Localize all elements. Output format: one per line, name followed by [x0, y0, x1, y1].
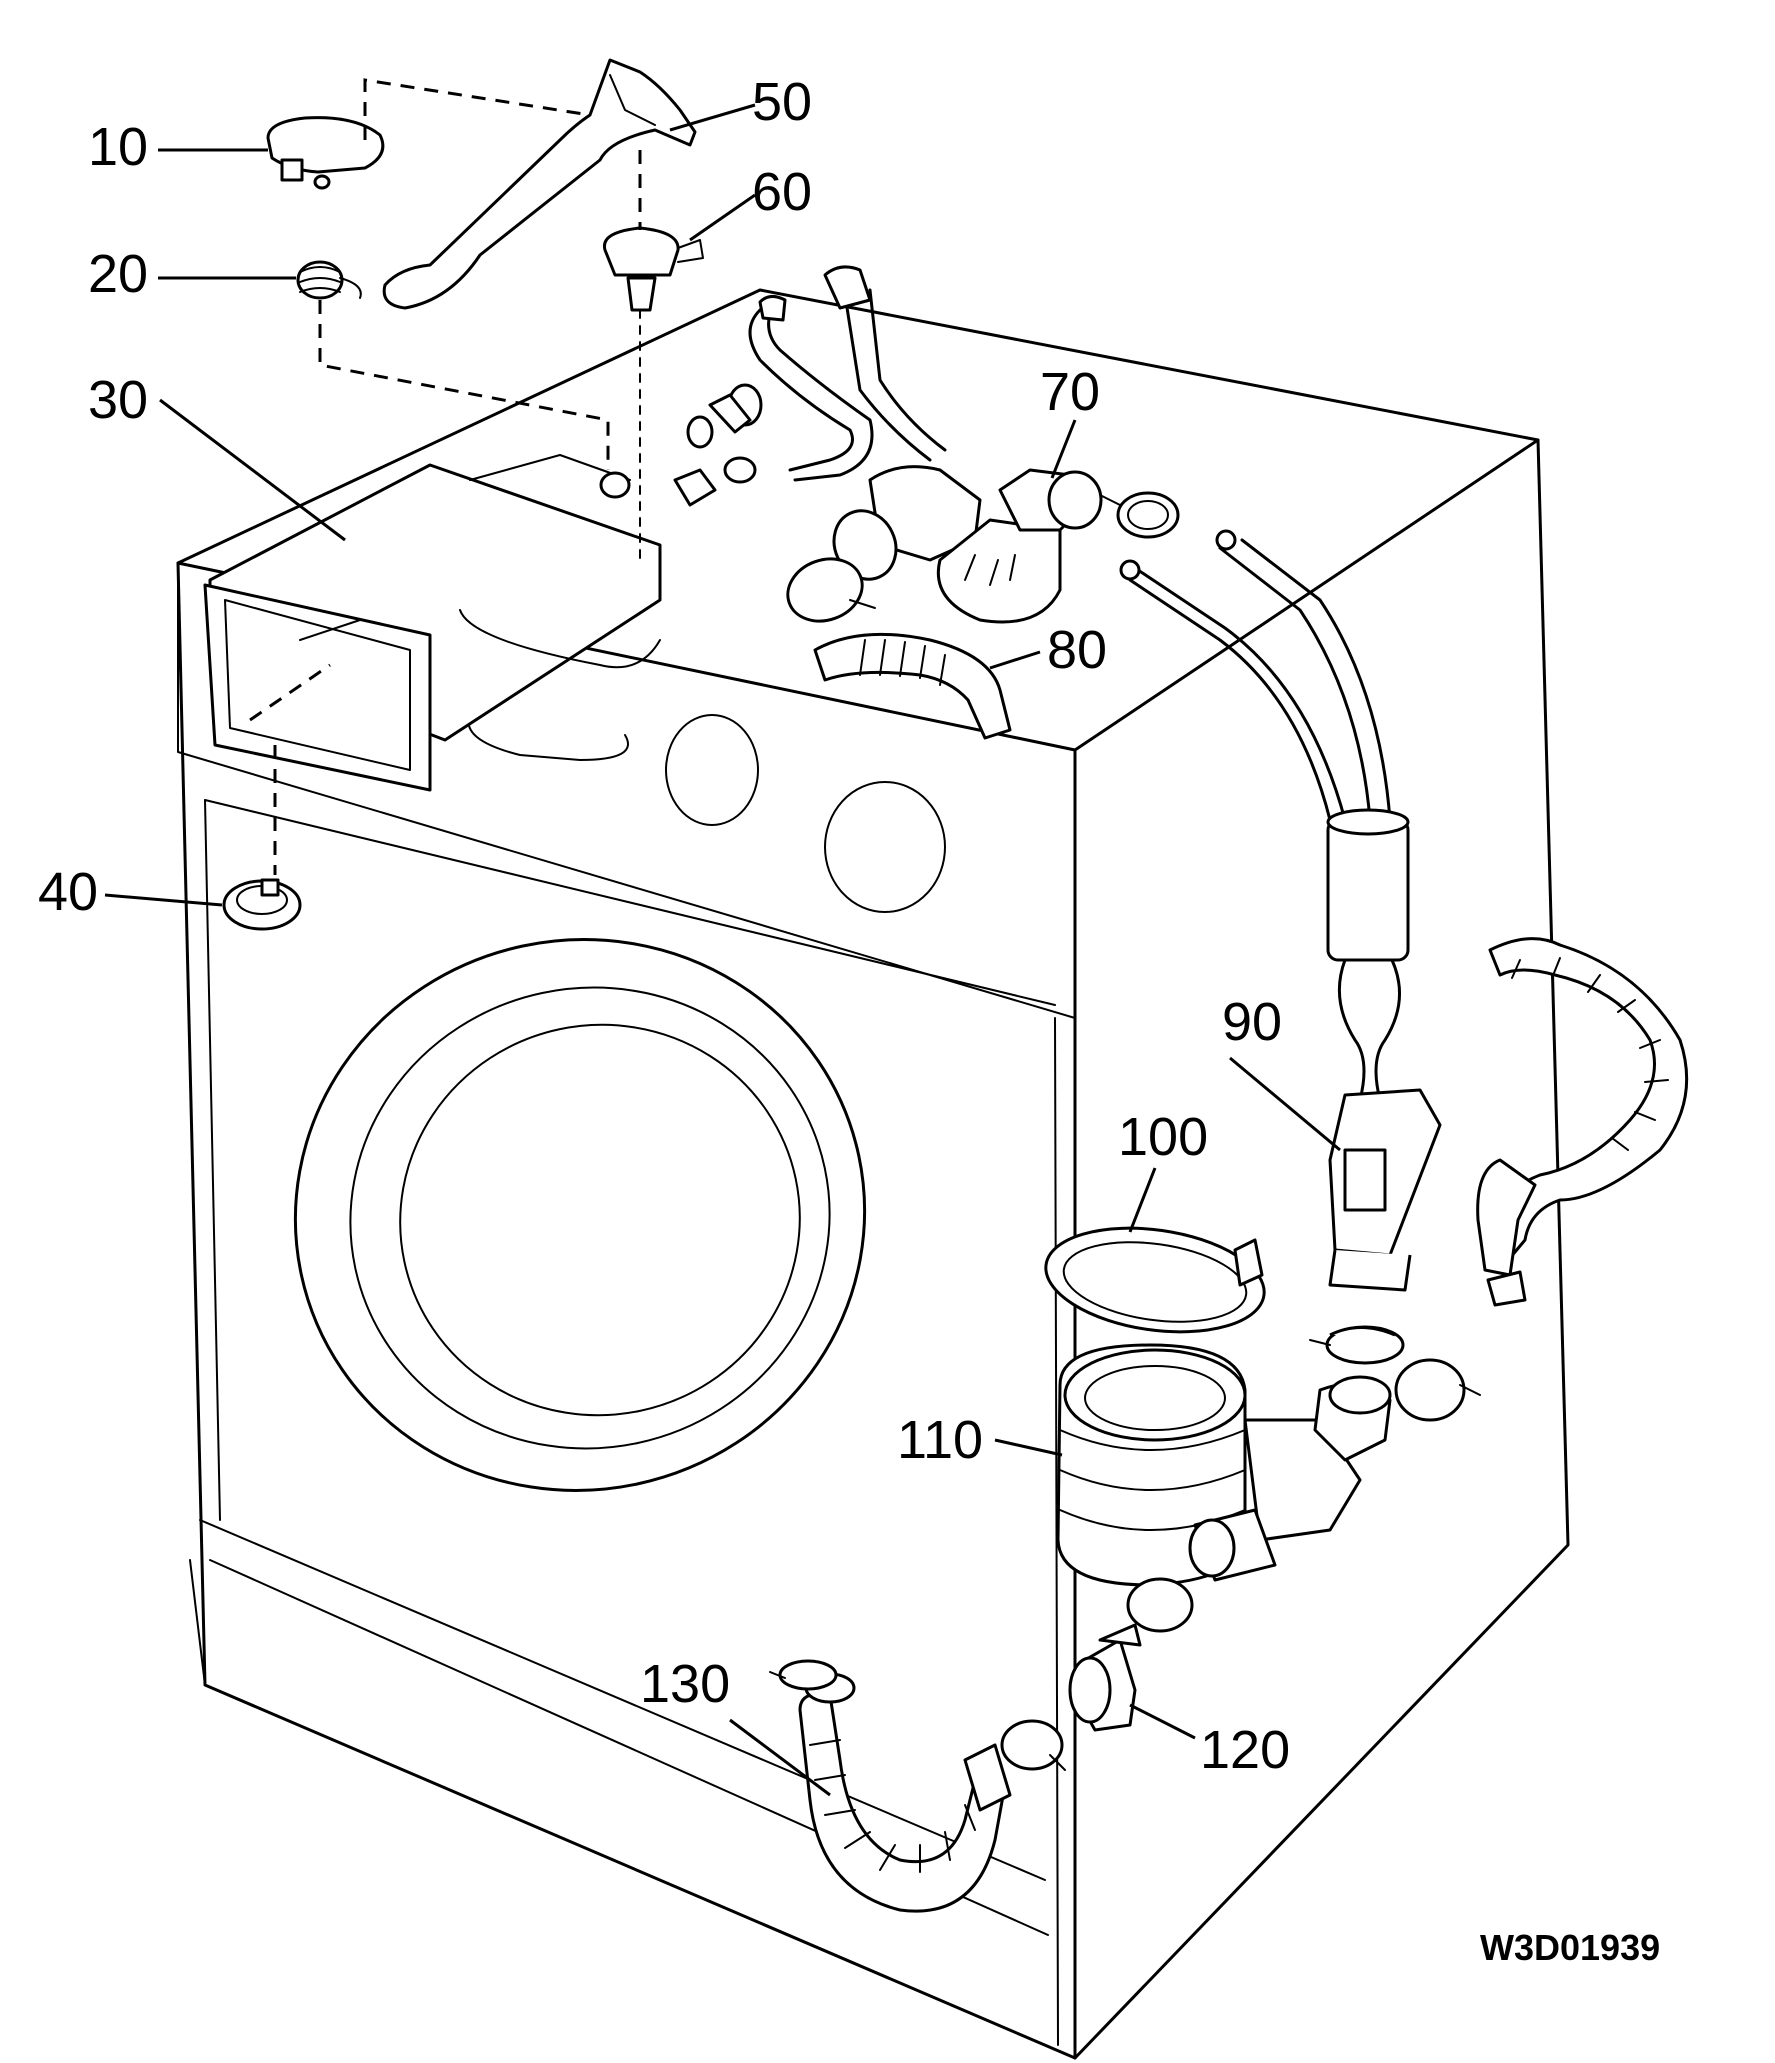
sensor-clamp — [1329, 1326, 1396, 1337]
assembly-guide-lines — [249, 78, 642, 875]
callout-60: 60 — [752, 162, 812, 222]
callout-leader-lines — [104, 103, 1341, 1797]
drain-pump-110 — [1056, 1343, 1392, 1587]
inlet-valve-assembly — [602, 226, 704, 561]
sump-seal-100 — [1044, 1226, 1405, 1365]
callout-40: 40 — [38, 862, 98, 922]
hose-clips-top — [599, 383, 763, 507]
hose-clamp-70 — [1099, 491, 1180, 539]
callout-50: 50 — [752, 72, 812, 132]
callout-10: 10 — [88, 117, 148, 177]
control-panel — [467, 714, 946, 913]
suppressor-filter-90 — [1326, 808, 1442, 1292]
hose-clamp-ring — [786, 557, 876, 623]
callout-130: 130 — [640, 1654, 730, 1714]
door-lock-knob-10 — [266, 116, 385, 190]
callout-100: 100 — [1118, 1107, 1208, 1167]
callout-20: 20 — [88, 244, 148, 304]
callout-120: 120 — [1200, 1720, 1290, 1780]
callout-labels: 10 20 30 40 50 60 70 80 90 100 110 120 1… — [38, 72, 1290, 1780]
spring-20 — [296, 260, 362, 300]
top-hoses — [748, 265, 947, 482]
drain-hose — [1476, 937, 1689, 1307]
pump-hose-130 — [769, 1659, 1012, 1913]
door-catch-40 — [222, 878, 302, 931]
callout-110: 110 — [897, 1410, 983, 1470]
callout-70: 70 — [1040, 362, 1100, 422]
outlet-fitting-120 — [1000, 1577, 1194, 1771]
callout-80: 80 — [1047, 620, 1107, 680]
dispenser-hose-80 — [813, 632, 1012, 740]
wiring-harness — [1119, 529, 1392, 822]
callout-30: 30 — [88, 370, 148, 430]
callout-90: 90 — [1222, 992, 1282, 1052]
sump-elbow-assembly — [832, 465, 1103, 624]
detergent-dispenser — [203, 454, 662, 792]
drawing-code: W3D01939 — [1480, 1927, 1660, 1968]
pump-clamp-ring — [1394, 1358, 1481, 1422]
door-porthole — [293, 938, 867, 1492]
